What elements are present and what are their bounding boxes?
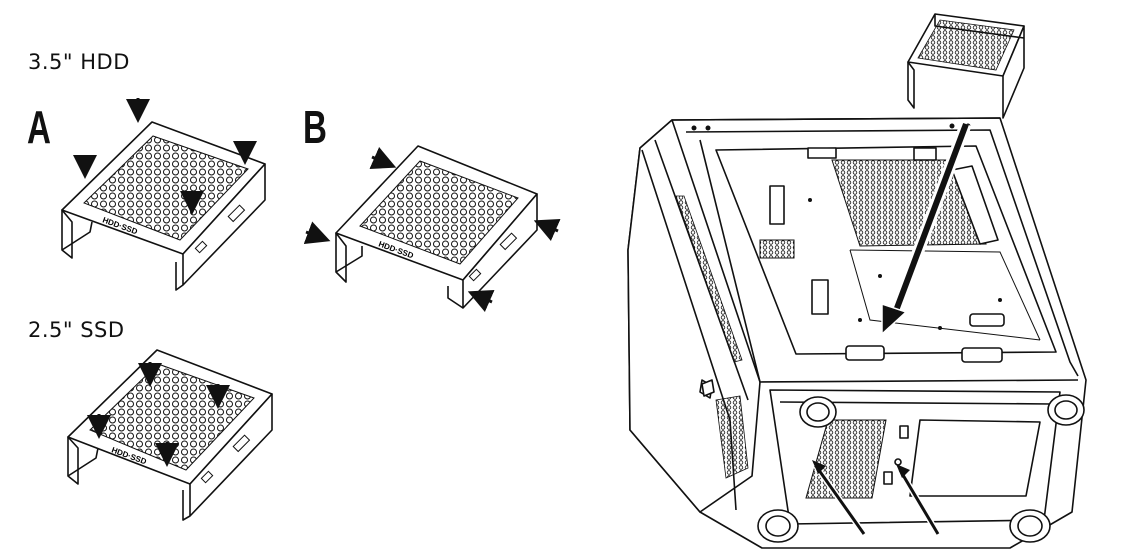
hdd-bracket-b: HDD·SSD	[303, 145, 561, 313]
pointer-lines	[812, 460, 941, 536]
pc-case	[627, 117, 1087, 549]
case-feet	[757, 394, 1085, 543]
step-a-label: A	[27, 101, 51, 153]
ssd-label: 2.5" SSD	[28, 318, 125, 342]
push-arrow-icon	[303, 146, 561, 313]
push-arrow-icon	[73, 98, 257, 215]
step-b-label: B	[303, 101, 327, 153]
floating-bracket	[907, 13, 1025, 119]
hdd-bracket-a: HDD·SSD	[61, 98, 266, 291]
ssd-bracket: HDD·SSD	[67, 349, 273, 521]
push-arrow-icon	[87, 362, 230, 467]
hdd-label: 3.5" HDD	[28, 50, 130, 74]
insert-arrow-icon	[881, 121, 972, 336]
